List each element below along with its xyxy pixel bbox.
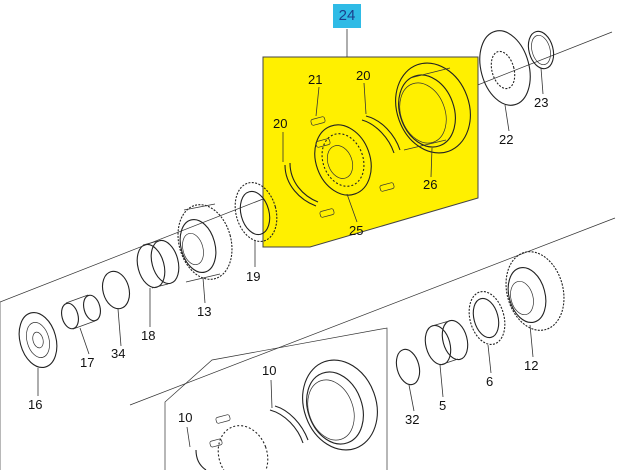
part-13-gear[interactable] <box>170 199 240 286</box>
callout-17[interactable]: 17 <box>80 355 95 370</box>
part-18-needle-bearing[interactable] <box>133 237 184 290</box>
callout-5[interactable]: 5 <box>439 398 447 413</box>
part-26-sync-sleeve[interactable] <box>383 52 482 163</box>
part-12-gear[interactable] <box>498 245 573 337</box>
part-23-snap-ring[interactable] <box>524 29 557 72</box>
callout-12[interactable]: 12 <box>524 358 539 373</box>
part-5-needle-bearing[interactable] <box>421 318 472 368</box>
part-34-ring[interactable] <box>99 268 134 311</box>
callout-10-lower[interactable]: 10 <box>178 410 193 425</box>
lower-housing-outline <box>164 327 388 470</box>
callout-24-box[interactable]: 24 <box>333 4 361 28</box>
callout-21[interactable]: 21 <box>308 72 323 87</box>
highlight-region-24[interactable] <box>262 56 479 248</box>
callout-6[interactable]: 6 <box>486 374 494 389</box>
part-10-springs[interactable] <box>195 405 309 470</box>
callout-20-left[interactable]: 20 <box>273 116 288 131</box>
part-25-sync-hub[interactable] <box>305 117 380 203</box>
part-19-blocker-ring[interactable] <box>229 178 283 246</box>
part-21-keys[interactable] <box>310 116 395 218</box>
callout-19[interactable]: 19 <box>246 269 261 284</box>
part-22-ring-plate[interactable] <box>472 25 538 111</box>
callout-25[interactable]: 25 <box>349 223 364 238</box>
part-17-collar[interactable] <box>59 293 103 330</box>
part-16-ball-bearing[interactable] <box>13 308 62 371</box>
callout-16[interactable]: 16 <box>28 397 43 412</box>
lower-sync-hub[interactable] <box>209 414 275 470</box>
part-6-blocker-ring[interactable] <box>464 288 511 349</box>
callout-32[interactable]: 32 <box>405 412 420 427</box>
callout-13[interactable]: 13 <box>197 304 212 319</box>
callout-10-upper[interactable]: 10 <box>262 363 277 378</box>
part-20-springs[interactable] <box>284 115 401 207</box>
callout-22[interactable]: 22 <box>499 132 514 147</box>
callout-26[interactable]: 26 <box>423 177 438 192</box>
callout-20-right[interactable]: 20 <box>356 68 371 83</box>
callout-18[interactable]: 18 <box>141 328 156 343</box>
leader-lines <box>37 67 544 448</box>
part-32-ring[interactable] <box>393 347 424 387</box>
callout-34[interactable]: 34 <box>111 346 126 361</box>
lower-sync-sleeve[interactable] <box>290 349 389 460</box>
callout-23[interactable]: 23 <box>534 95 549 110</box>
